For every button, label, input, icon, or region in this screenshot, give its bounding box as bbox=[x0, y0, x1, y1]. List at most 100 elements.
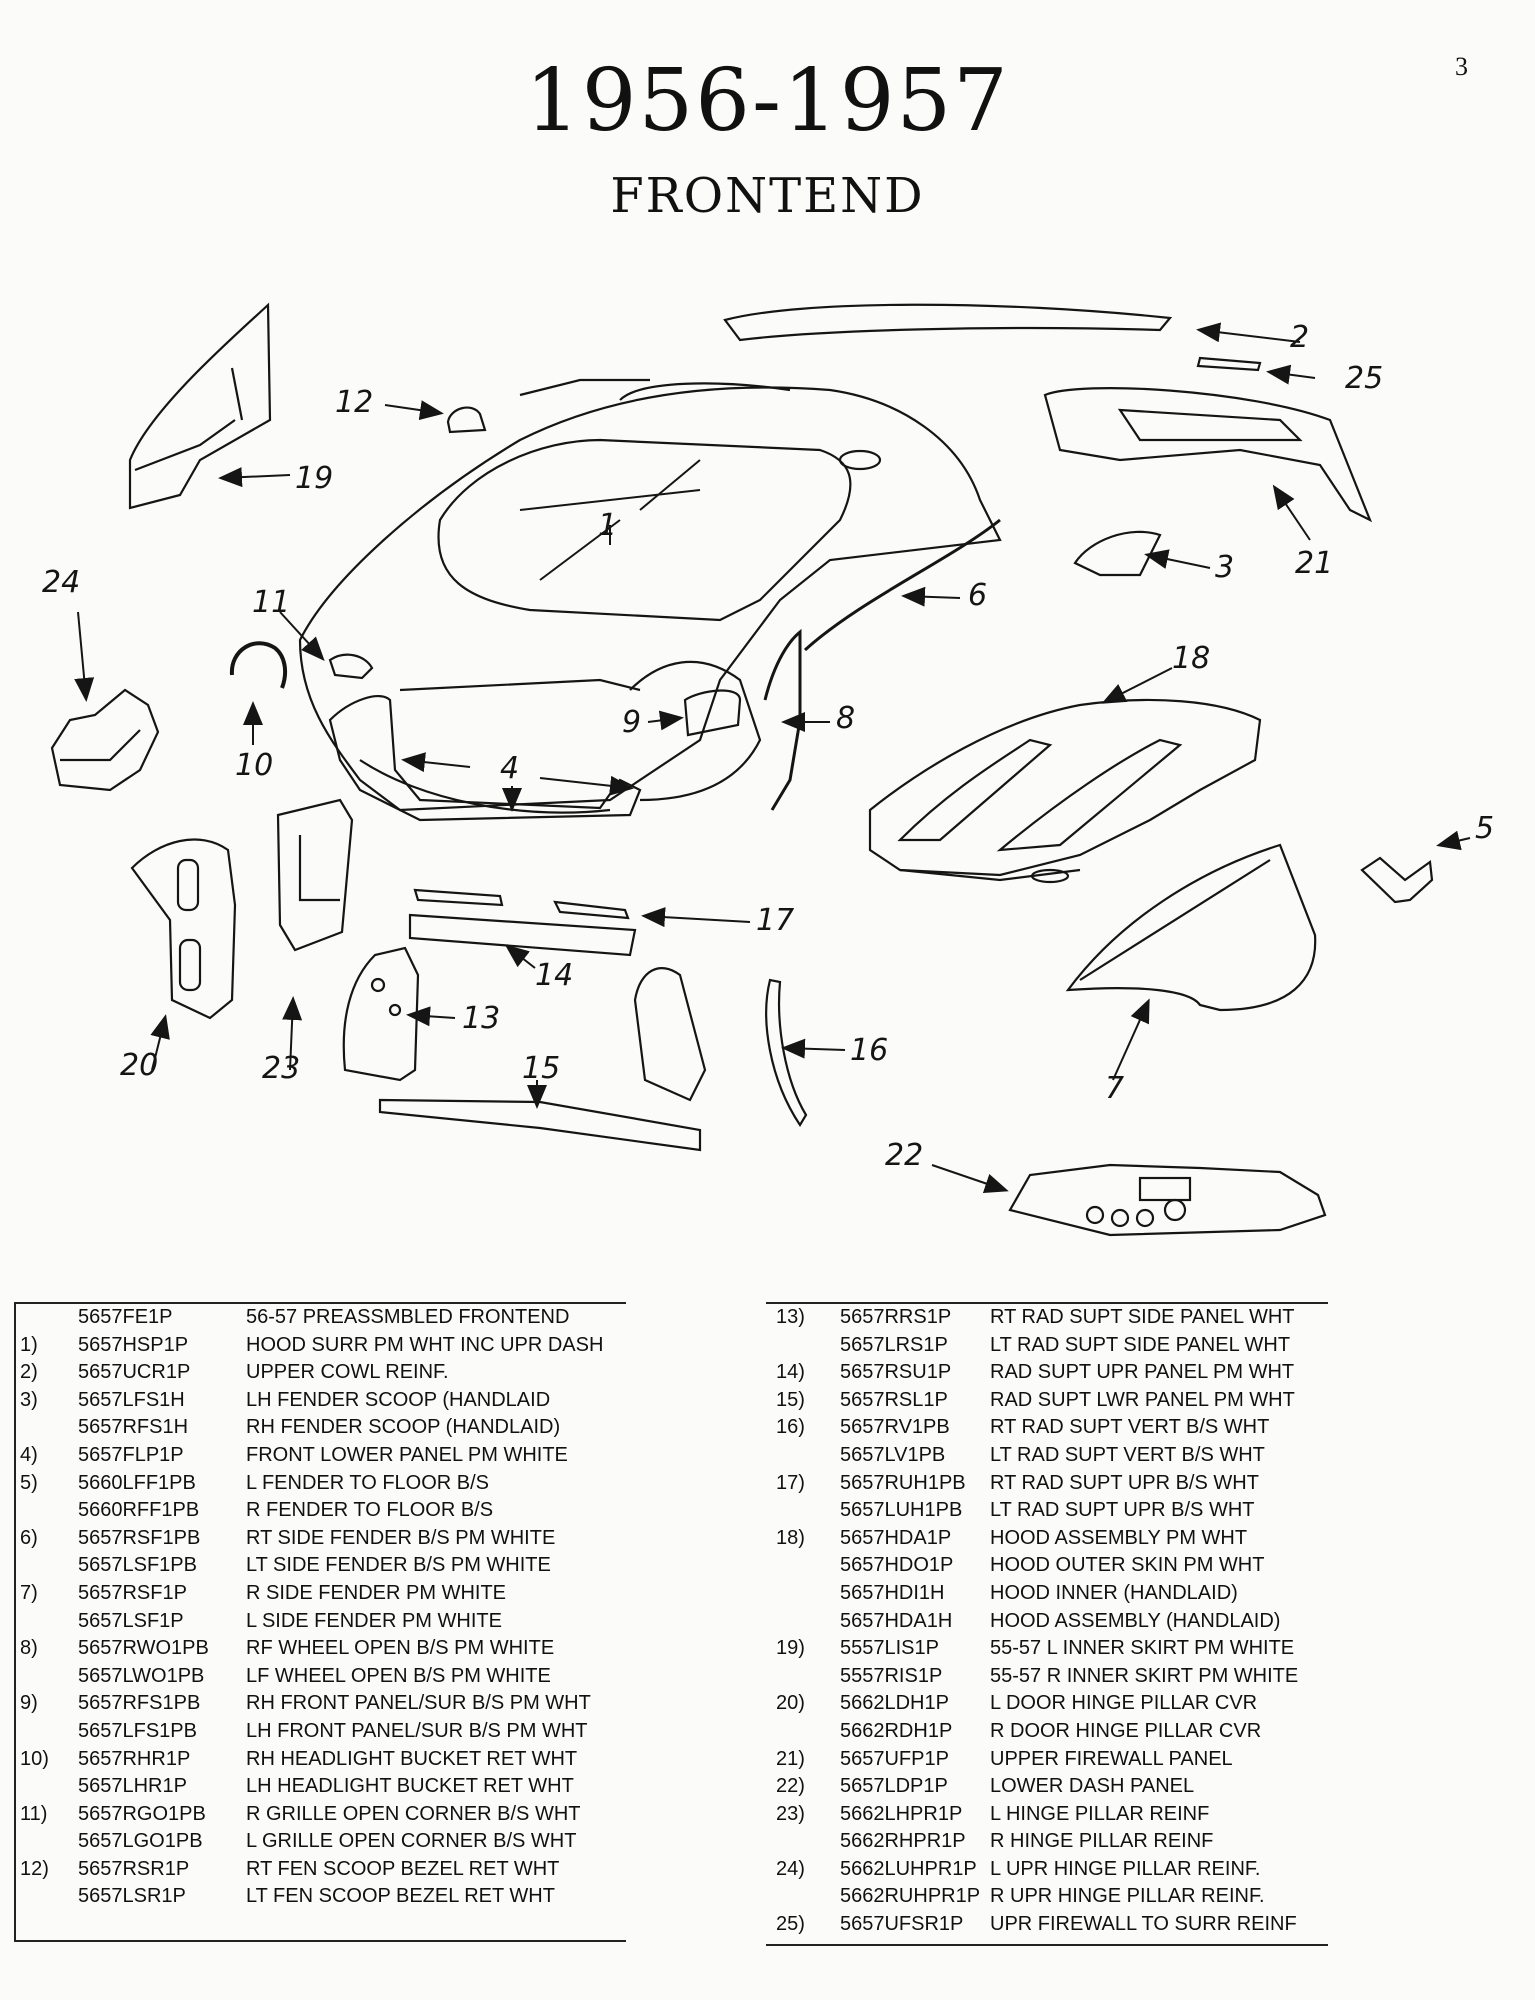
part-upr-hinge-pillar-reinf bbox=[50, 611, 160, 792]
part-rad-supt-upr-bs bbox=[413, 888, 751, 928]
page-number: 3 bbox=[1455, 52, 1468, 81]
callout-3: 3 bbox=[1215, 550, 1234, 585]
callout-14: 14 bbox=[535, 958, 573, 993]
callout-2: 2 bbox=[1290, 320, 1309, 355]
callout-15: 15 bbox=[522, 1051, 560, 1086]
part-side-fender bbox=[1065, 843, 1317, 1081]
part-upper-firewall-panel bbox=[1043, 387, 1373, 541]
callout-25: 25 bbox=[1345, 361, 1383, 396]
part-upr-firewall-reinf bbox=[1196, 356, 1316, 385]
page-title: 1956-1957 bbox=[525, 51, 1010, 151]
callout-20: 20 bbox=[120, 1048, 158, 1083]
part-hood-assembly bbox=[868, 667, 1262, 884]
callout-12: 12 bbox=[335, 385, 373, 420]
callout-17: 17 bbox=[756, 903, 794, 938]
part-headlight-bucket-ret bbox=[229, 641, 288, 745]
exploded-parts-diagram: 1 2 3 4 5 6 7 8 9 10 11 12 13 14 15 16 1… bbox=[42, 302, 1494, 1237]
part-lower-dash-panel bbox=[931, 1163, 1327, 1237]
part-grille-open-corner bbox=[279, 611, 374, 680]
callout-1: 1 bbox=[598, 508, 617, 543]
callout-22: 22 bbox=[885, 1138, 923, 1173]
callout-24: 24 bbox=[42, 565, 80, 600]
part-hood-surround bbox=[298, 378, 1002, 814]
part-front-lower-panel bbox=[328, 695, 642, 822]
part-rad-supt-side-panel bbox=[342, 946, 707, 1102]
part-rad-supt-upr-panel bbox=[408, 913, 637, 969]
callout-13: 13 bbox=[462, 1001, 500, 1036]
part-fender-scoop bbox=[1073, 530, 1211, 577]
callout-7: 7 bbox=[1105, 1071, 1124, 1106]
part-side-fender-bs bbox=[803, 518, 1001, 652]
callout-18: 18 bbox=[1172, 641, 1210, 676]
callout-10: 10 bbox=[235, 748, 273, 783]
callout-9: 9 bbox=[622, 705, 641, 740]
part-fen-scoop-bezel bbox=[384, 400, 487, 434]
part-hinge-pillar-reinf bbox=[276, 798, 354, 1071]
callout-4: 4 bbox=[500, 751, 519, 786]
callout-19: 19 bbox=[295, 461, 333, 496]
callout-11: 11 bbox=[252, 585, 290, 620]
callout-16: 16 bbox=[850, 1033, 888, 1068]
callout-8: 8 bbox=[836, 701, 855, 736]
part-wheel-open bbox=[763, 628, 830, 811]
part-rad-supt-vert-bs bbox=[765, 978, 846, 1128]
part-front-panel-sur bbox=[647, 689, 742, 737]
part-door-hinge-pillar-cvr bbox=[130, 838, 237, 1071]
part-upper-cowl-reinf bbox=[723, 303, 1301, 343]
callout-21: 21 bbox=[1295, 546, 1333, 581]
callout-23: 23 bbox=[262, 1051, 300, 1086]
callout-6: 6 bbox=[968, 578, 987, 613]
part-rad-supt-lwr-panel bbox=[378, 1080, 702, 1152]
part-fender-to-floor bbox=[1360, 830, 1471, 904]
callout-5: 5 bbox=[1475, 811, 1494, 846]
page-subtitle: FRONTEND bbox=[610, 168, 925, 224]
part-inner-skirt bbox=[128, 302, 291, 510]
